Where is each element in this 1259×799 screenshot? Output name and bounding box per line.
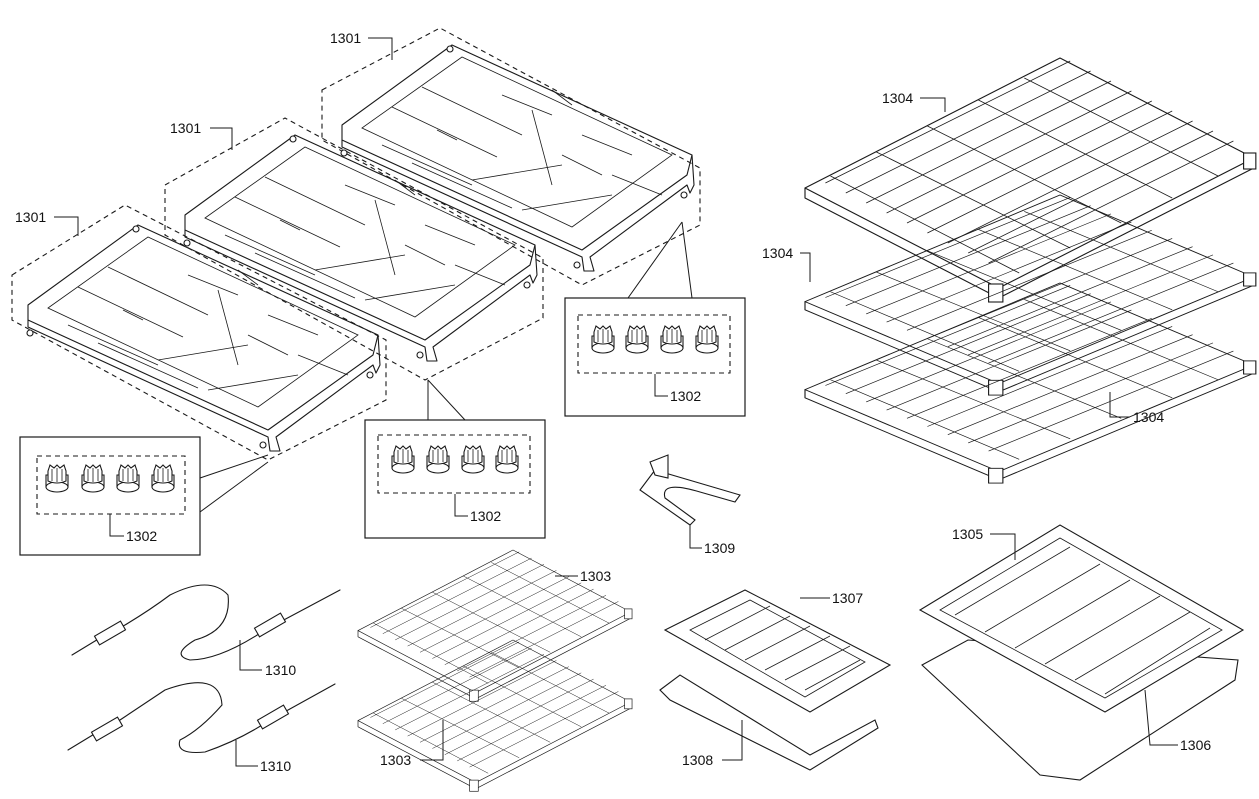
label-1308: 1308 xyxy=(682,752,713,768)
label-1302-b: 1302 xyxy=(470,508,501,524)
label-1306: 1306 xyxy=(1180,737,1211,753)
label-1304-mid: 1304 xyxy=(762,245,793,261)
probe-bottom xyxy=(67,682,336,767)
caps-box-c xyxy=(564,221,746,417)
probe-top xyxy=(71,584,341,671)
label-1310-bottom: 1310 xyxy=(260,758,291,774)
label-1303-top: 1303 xyxy=(580,568,611,584)
rack-top xyxy=(804,57,1257,303)
label-1310-top: 1310 xyxy=(265,662,296,678)
caps-box-a xyxy=(19,436,269,556)
label-1301-left: 1301 xyxy=(15,209,46,225)
grate-assembly-b xyxy=(164,117,544,381)
label-1301-right: 1301 xyxy=(330,30,361,46)
label-1304-top: 1304 xyxy=(882,90,913,106)
label-1309: 1309 xyxy=(704,540,735,556)
bracket-part xyxy=(639,454,741,549)
label-1304-bottom: 1304 xyxy=(1133,409,1164,425)
label-1302-c: 1302 xyxy=(670,388,701,404)
label-1307: 1307 xyxy=(832,590,863,606)
small-rack-bottom xyxy=(357,639,633,792)
label-1301-middle: 1301 xyxy=(170,120,201,136)
caps-box-b xyxy=(364,379,546,539)
grate-assembly-a xyxy=(11,204,387,461)
label-1305: 1305 xyxy=(952,526,983,542)
label-1303-bottom: 1303 xyxy=(380,752,411,768)
broiler-pan-large xyxy=(918,524,1245,781)
grate-assembly-c xyxy=(321,27,701,286)
label-1302-a: 1302 xyxy=(126,528,157,544)
broiler-pan-small xyxy=(659,589,892,771)
